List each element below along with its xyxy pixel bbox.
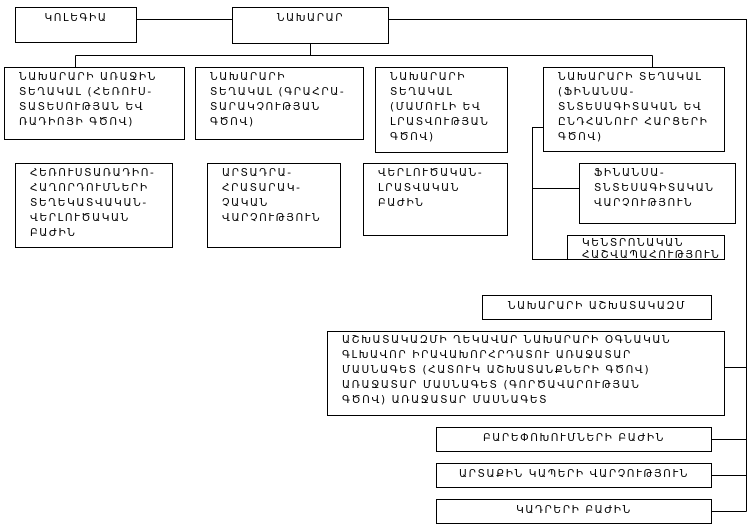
analytics-information-department-box: ՎԵՐԼՈՒԾԱԿԱՆ- ԼՐԱՏՎԱԿԱՆ ԲԱԺԻՆ <box>363 163 508 236</box>
collegium-box: ԿՈԼԵԳԻԱ <box>15 7 137 43</box>
deputy-minister-publishing-box: ՆԱԽԱՐԱՐԻ ՏԵՂԱԿԱԼ (ԳՐԱՀՐԱ- ՏԱՐԱԿՉՈՒԹՅԱՆ Գ… <box>195 67 364 140</box>
minister-staff-title-box: ՆԱԽԱՐԱՐԻ ԱՇԽԱՏԱԿԱԶՄ <box>482 295 712 320</box>
deputy-minister-finance-box: ՆԱԽԱՐԱՐԻ ՏԵՂԱԿԱԼ (ՖԻՆԱՆՍԱ- ՏՆՏԵՍԱԳԻՏԱԿԱՆ… <box>543 67 725 152</box>
first-deputy-minister-box: ՆԱԽԱՐԱՐԻ ԱՌԱՋԻՆ ՏԵՂԱԿԱԼ (ՀԵՌՈՒՍ- ՏԱՏԵՍՈՒ… <box>4 67 185 140</box>
finance-economics-directorate-box: ՖԻՆԱՆՍԱ- ՏՆՏԵՍԱԳԻՏԱԿԱՆ ՎԱՐՉՈՒԹՅՈՒՆ <box>579 163 736 224</box>
reforms-department-box: ԲԱՐԵՓՈԽՈՒՄՆԵՐԻ ԲԱԺԻՆ <box>436 427 712 452</box>
external-relations-directorate-box: ԱՐՏԱՔԻՆ ԿԱՊԵՐԻ ՎԱՐՉՈՒԹՅՈՒՆ <box>436 463 712 488</box>
minister-box: ՆԱԽԱՐԱՐ <box>232 7 389 44</box>
central-accounting-box: ԿԵՆՏՐՈՆԱԿԱՆ ՀԱՇՎԱՊԱՀՈՒԹՅՈՒՆ <box>567 235 725 261</box>
connector-minister-right <box>388 19 747 512</box>
staff-members-box: ԱՇԽԱՏԱԿԱԶՄԻ ՂԵԿԱՎԱՐ ՆԱԽԱՐԱՐԻ ՕԳՆԱԿԱՆ ԳԼԽ… <box>327 331 725 416</box>
publishing-production-directorate-box: ԱՐՏԱԴՐԱ- ՀՐԱՏԱՐԱԿ- ՉԱԿԱՆ ՎԱՐՉՈՒԹՅՈՒՆ <box>207 163 341 248</box>
connector-finance-subunits <box>532 127 579 260</box>
tv-radio-analytics-department-box: ՀԵՌՈՒՍՏԱՌԱԴԻՈ- ՀԱՂՈՐԴՈՒՄՆԵՐԻ ՏԵՂԵԿԱՏՎԱԿԱ… <box>15 163 173 248</box>
personnel-department-box: ԿԱԴՐԵՐԻ ԲԱԺԻՆ <box>436 499 712 524</box>
deputy-minister-press-box: ՆԱԽԱՐԱՐԻ ՏԵՂԱԿԱԼ (ՄԱՄՈՒԼԻ ԵՎ ԼՐԱՏՎՈՒԹՅԱՆ… <box>375 67 508 153</box>
